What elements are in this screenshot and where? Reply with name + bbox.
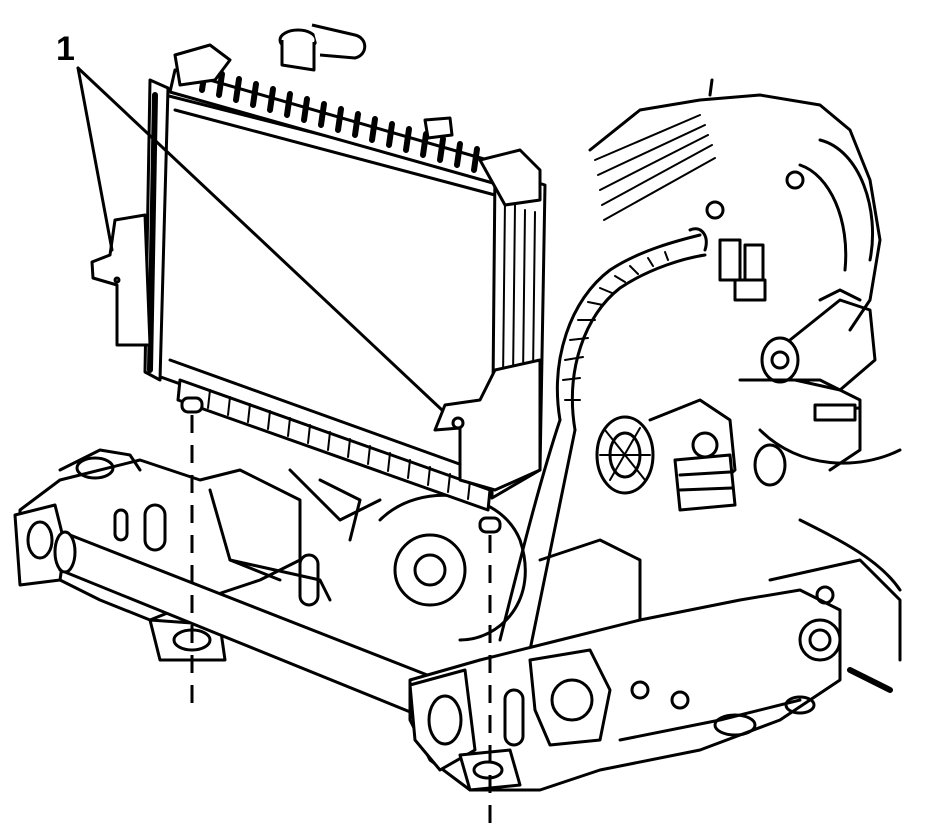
callout-1-leaders	[76, 66, 444, 412]
left-mounting-bracket	[90, 213, 152, 347]
callout-1-label: 1	[56, 30, 75, 68]
radiator	[90, 23, 547, 534]
front-frame-cradle	[13, 448, 842, 792]
right-mounting-bracket	[433, 358, 542, 492]
engine-assembly	[378, 78, 902, 693]
bottom-tank-ribs	[207, 389, 471, 500]
